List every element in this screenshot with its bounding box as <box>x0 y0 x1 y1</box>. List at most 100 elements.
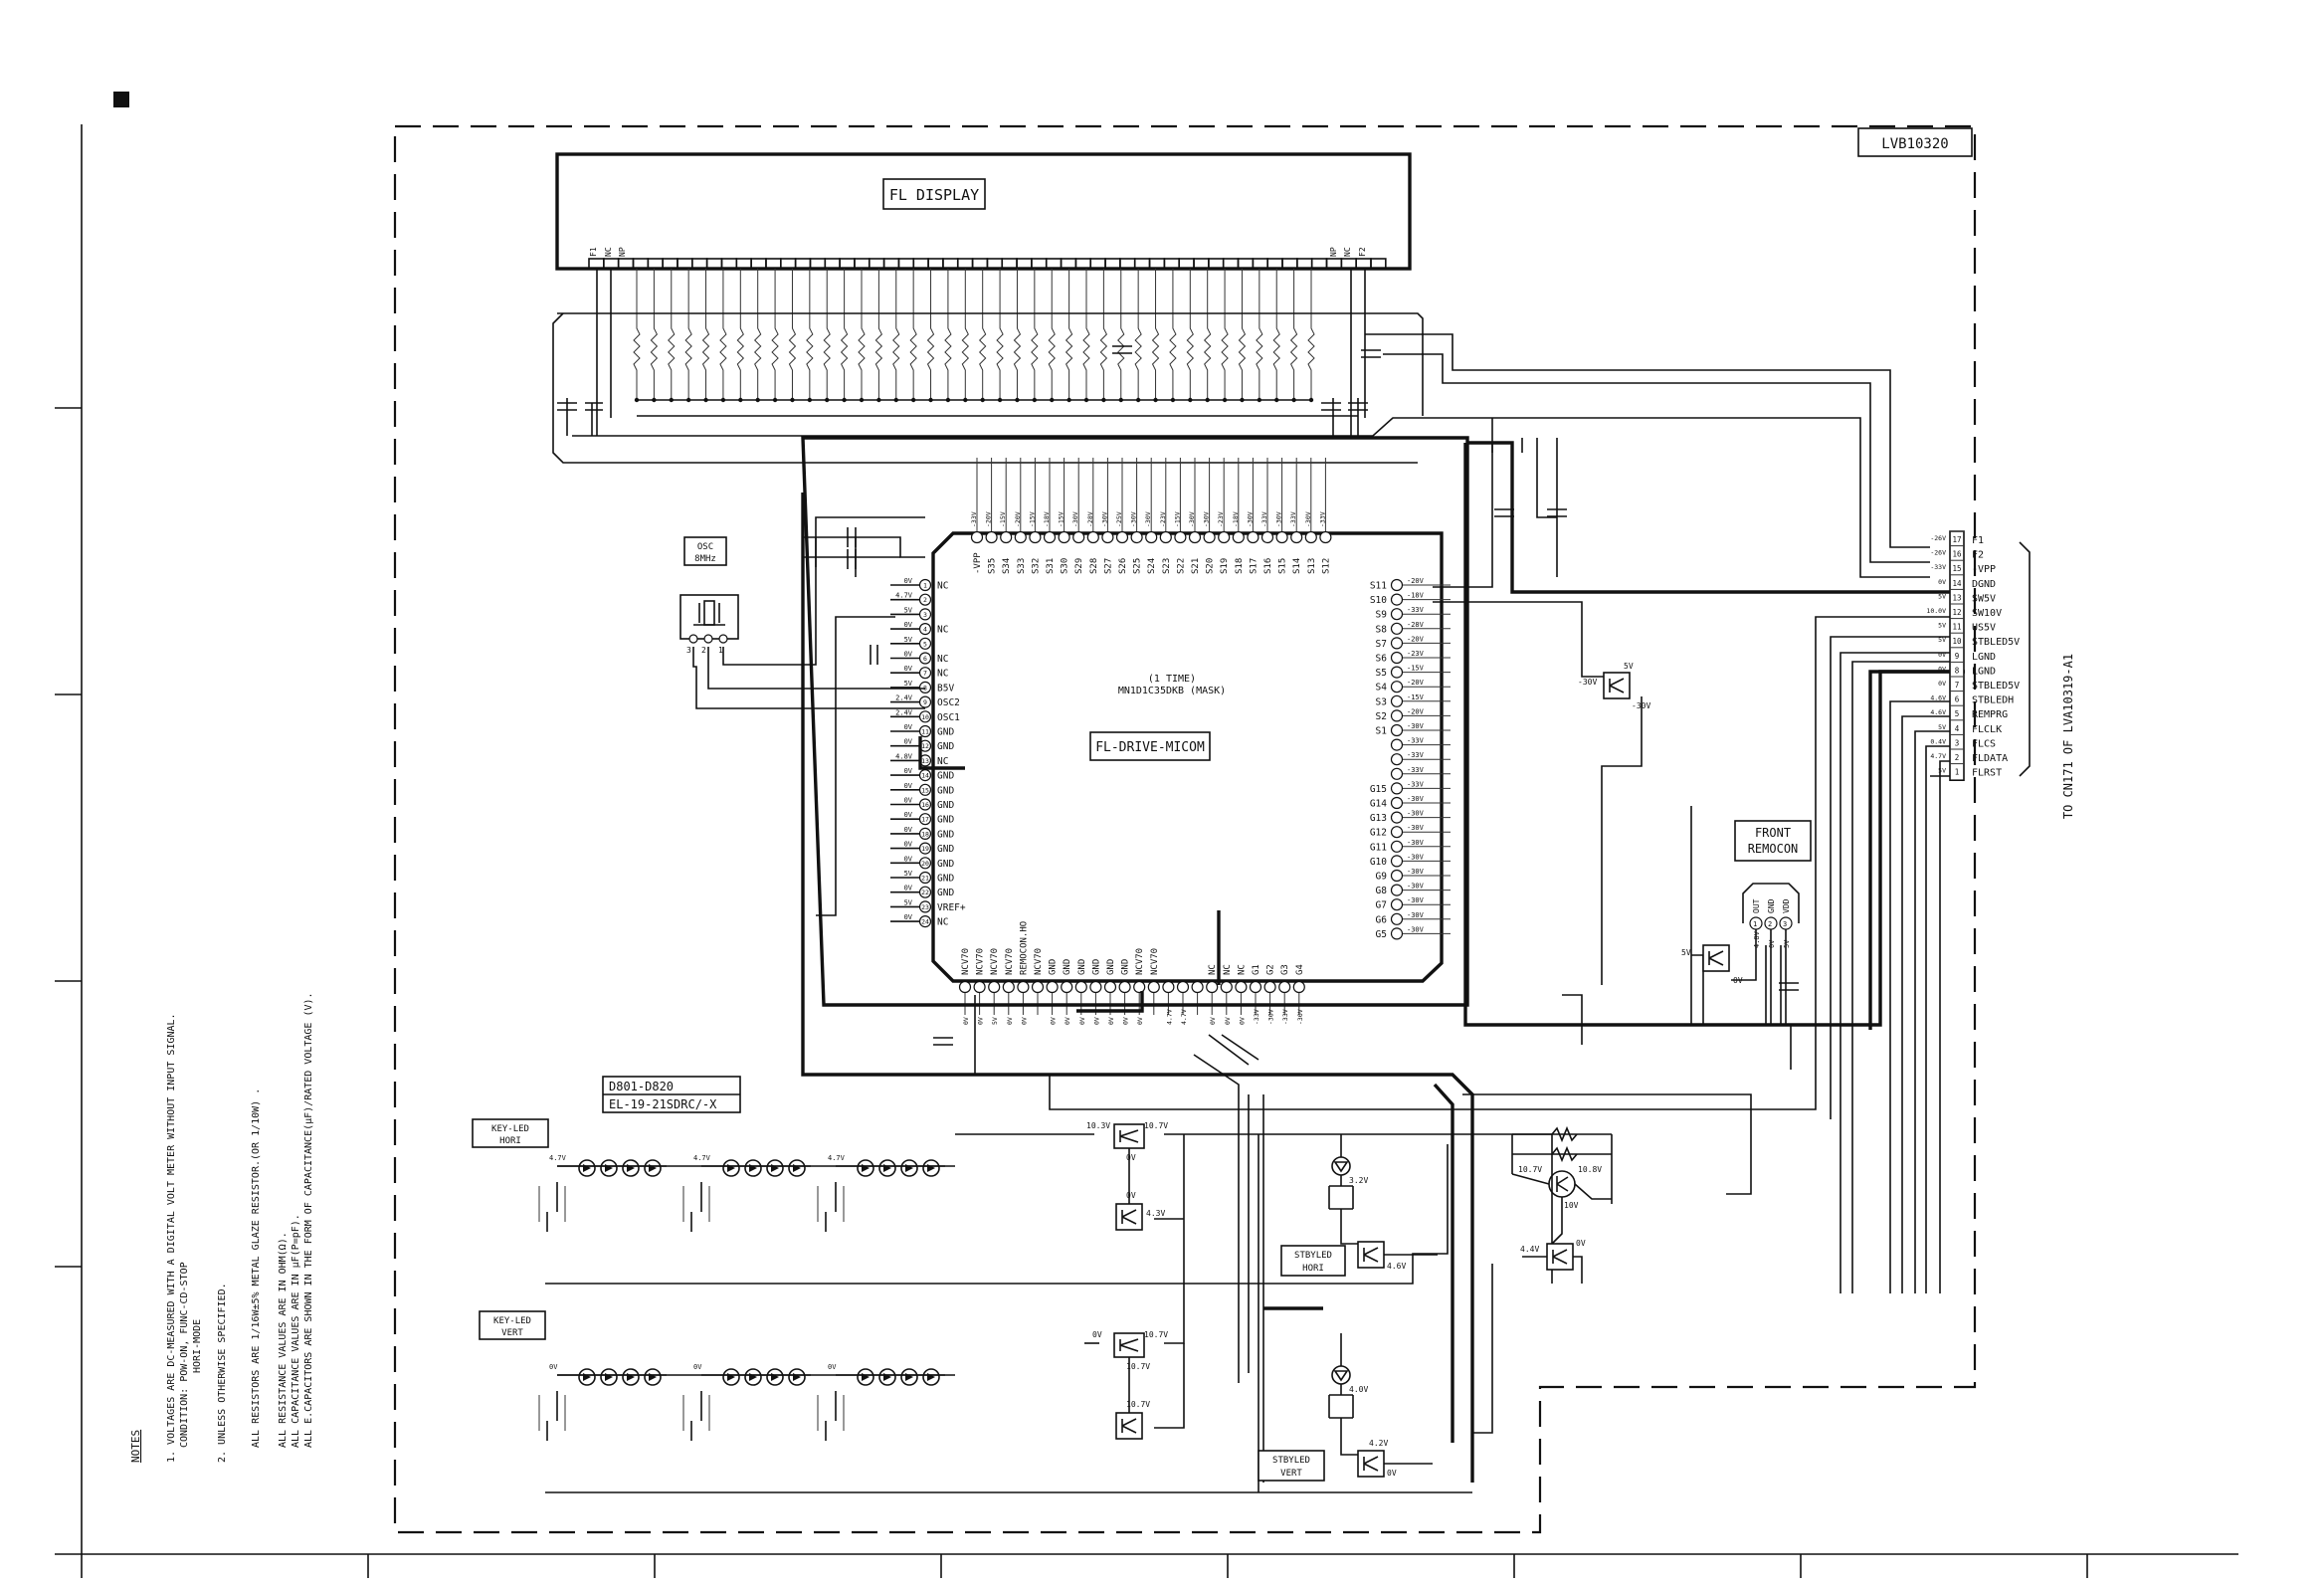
micom-pin-voltage: 0V <box>962 1017 970 1025</box>
micom-pin-name: S17 <box>1249 558 1259 574</box>
connector-pin-number: 12 <box>1952 608 1961 617</box>
pulldown-resistor-icon <box>1134 269 1142 400</box>
stbyled-vert-transistor-icon <box>1357 1450 1385 1478</box>
micom-pin-voltage: -30V <box>1203 511 1211 527</box>
micom-pin-voltage: -30V <box>1144 511 1152 527</box>
pulldown-resistor-icon <box>996 269 1004 400</box>
micom-pin-circle <box>1061 980 1073 994</box>
micom-pin-voltage: 0V <box>1107 1017 1115 1025</box>
key-led-icon <box>600 1159 618 1177</box>
connector-pin-number: 5 <box>1955 709 1960 718</box>
micom-pin-voltage: -15V <box>1173 511 1181 527</box>
micom-pin-number: 15 <box>921 786 929 794</box>
hori-driver-lower-transistor-icon <box>1115 1203 1143 1231</box>
fl-display-label-box <box>882 178 986 210</box>
pulldown-resistor-icon <box>1151 269 1160 400</box>
board-id-label: LVB10320 <box>1881 136 1948 152</box>
micom-pin-name: S26 <box>1118 558 1128 574</box>
micom-pin-name: GND <box>937 888 954 898</box>
notes-line: ALL CAPACITANCE VALUES ARE IN μF(P=pF). <box>290 1214 301 1448</box>
micom-pin-circle <box>1249 980 1262 994</box>
micom-pin-voltage: 0V <box>904 651 913 659</box>
micom-pin-circle <box>1235 980 1248 994</box>
connector-pin-voltage: 0.4V <box>1930 737 1946 745</box>
micom-pin-voltage: 0V <box>904 577 913 585</box>
osc-pin: 3 <box>686 646 691 655</box>
key-led-hori-line1: KEY-LED <box>491 1124 529 1134</box>
micom-pin-circle <box>918 652 932 665</box>
remocon-pin-num: 3 <box>1783 920 1787 928</box>
key-led-vert-line2: VERT <box>501 1328 523 1338</box>
micom-pin-circle <box>1390 884 1404 896</box>
micom-pin-voltage: -15V <box>1028 511 1036 527</box>
micom-pin-name: NC <box>937 669 948 680</box>
hori-driver-vc: 0V <box>1126 1191 1136 1200</box>
micom-pin-voltage: 0V <box>904 797 913 805</box>
micom-pin-name: NC <box>937 625 948 636</box>
micom-pin-circle <box>918 842 932 855</box>
micom-pin-name: NCV70 <box>1135 948 1145 975</box>
stbyled-hori-transistor-icon <box>1357 1241 1385 1269</box>
micom-pin-voltage: 0V <box>904 782 913 790</box>
micom-pin-circle <box>1390 578 1404 592</box>
connector-pin-number: 2 <box>1955 753 1960 762</box>
osc-label-box <box>683 536 727 566</box>
right-driver-transistor-icon <box>1548 1170 1576 1198</box>
micom-pin-voltage: -33V <box>1407 751 1425 759</box>
right-driver-v4: 4.4V <box>1520 1245 1539 1254</box>
transistor-symbol <box>1708 950 1724 966</box>
key-led-icon <box>722 1368 740 1386</box>
connector-pin-name: -VPP <box>1972 564 1996 575</box>
connector-pin-voltage: 5V <box>1938 767 1946 775</box>
power-ground-heavy-wires <box>801 436 1965 1483</box>
transistor-symbol <box>1609 678 1625 693</box>
micom-pin-name: NC <box>937 581 948 592</box>
micom-pin-voltage: 0V <box>977 1017 985 1025</box>
micom-pin-voltage: -30V <box>1407 853 1425 861</box>
micom-pin-name: NC <box>1208 964 1218 975</box>
micom-pin-number: 12 <box>921 742 929 750</box>
micom-pin-circle <box>1203 530 1216 544</box>
led-group-voltage: 4.7V <box>828 1154 846 1162</box>
board-outline <box>393 124 1977 1534</box>
micom-pin-circle <box>918 608 932 621</box>
micom-pin-name: S34 <box>1002 558 1012 574</box>
micom-pin-circle <box>918 871 932 885</box>
pulldown-resistor-icon <box>1203 269 1212 400</box>
fl-pin-label: NP <box>1329 247 1338 257</box>
micom-part-number: MN1D1C35DKB (MASK) <box>1118 686 1226 696</box>
hori-driver: 10.3V 10.7V 0V 0V 4.3V <box>1086 1121 1168 1231</box>
hori-driver-vin: 10.3V <box>1086 1121 1110 1130</box>
micom-pin-name: S35 <box>988 558 998 574</box>
micom-pin-circle <box>1247 530 1259 544</box>
connector-pin-number: 15 <box>1952 564 1961 573</box>
micom-pin-circle <box>1390 767 1404 780</box>
pulldown-resistor-icon <box>771 269 779 400</box>
micom-pin-name: S15 <box>1278 558 1288 574</box>
right-driver-v5: 0V <box>1576 1239 1586 1248</box>
connector-pin-name: STBLED5V <box>1972 637 2020 648</box>
stbyled-hori-label-box <box>1280 1245 1346 1277</box>
key-led-icon <box>578 1368 596 1386</box>
micom-pin-circle <box>1278 980 1291 994</box>
right-driver-v1: 10.7V <box>1518 1165 1542 1174</box>
micom-pin-circle <box>1118 980 1131 994</box>
vert-driver-upper-transistor-icon <box>1113 1332 1145 1358</box>
led-group-voltage: 0V <box>549 1363 558 1371</box>
key-led-vert-label-box <box>479 1310 546 1340</box>
bottom-ruler-ticks <box>81 1554 2088 1578</box>
fl-pin-label: F2 <box>1358 247 1367 257</box>
connector-pin-voltage: 5V <box>1938 592 1946 600</box>
micom-pin-voltage: -15V <box>999 511 1007 527</box>
vert-driver-vb: 10.7V <box>1126 1362 1150 1371</box>
micom-pin-voltage: -30V <box>1188 511 1196 527</box>
mid-transistor-vin: -30V <box>1578 678 1597 687</box>
micom-pin-voltage: 0V <box>1224 1017 1232 1025</box>
pulldown-resistor-icon <box>1065 269 1073 400</box>
micom-pin-voltage: 0V <box>1050 1017 1058 1025</box>
micom-pin-circle <box>1390 826 1404 839</box>
connector-pin-voltage: 4.7V <box>1930 752 1946 760</box>
stbyled-hori-line1: STBYLED <box>1294 1251 1332 1261</box>
micom-pin-name: S31 <box>1046 558 1056 574</box>
connector-pin-number: 14 <box>1952 579 1962 588</box>
